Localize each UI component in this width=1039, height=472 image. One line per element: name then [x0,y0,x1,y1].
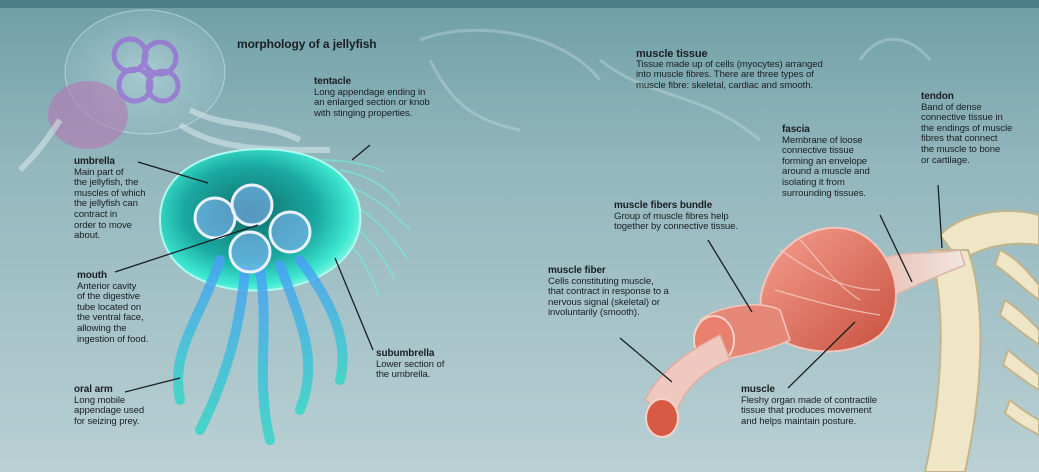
label-oral-arm: oral arm Long mobile appendage used for … [74,385,184,427]
desc-muscle: Fleshy organ made of contractile tissue … [741,396,921,428]
desc-muscle-fiber: Cells constituting muscle, that contract… [548,277,718,319]
label-tendon: tendon Band of dense connective tissue i… [921,92,1039,166]
label-subumbrella: subumbrella Lower section of the umbrell… [376,349,486,381]
desc-oral-arm: Long mobile appendage used for seizing p… [74,396,184,428]
term-muscle-fibers-bundle: muscle fibers bundle [614,201,784,212]
term-muscle-tissue: muscle tissue [636,49,876,60]
desc-tendon: Band of dense connective tissue in the e… [921,103,1039,167]
desc-tentacle: Long appendage ending in an enlarged sec… [314,88,484,120]
term-muscle: muscle [741,385,921,396]
label-fascia: fascia Membrane of loose connective tiss… [782,125,897,199]
term-fascia: fascia [782,125,897,136]
label-muscle-fiber: muscle fiber Cells constituting muscle, … [548,266,718,319]
label-muscle-fibers-bundle: muscle fibers bundle Group of muscle fib… [614,201,784,233]
desc-muscle-fibers-bundle: Group of muscle fibres help together by … [614,212,784,233]
label-tentacle: tentacle Long appendage ending in an enl… [314,77,484,119]
desc-fascia: Membrane of loose connective tissue form… [782,136,897,200]
label-muscle: muscle Fleshy organ made of contractile … [741,385,921,427]
desc-muscle-tissue: Tissue made up of cells (myocytes) arran… [636,60,876,92]
label-mouth: mouth Anterior cavity of the digestive t… [77,271,187,345]
desc-umbrella: Main part of the jellyfish, the muscles … [74,168,174,242]
term-subumbrella: subumbrella [376,349,486,360]
term-umbrella: umbrella [74,157,174,168]
desc-mouth: Anterior cavity of the digestive tube lo… [77,282,187,346]
term-oral-arm: oral arm [74,385,184,396]
term-muscle-fiber: muscle fiber [548,266,718,277]
desc-subumbrella: Lower section of the umbrella. [376,360,486,381]
term-tendon: tendon [921,92,1039,103]
diagram-title: morphology of a jellyfish [237,39,377,50]
label-muscle-tissue: muscle tissue Tissue made up of cells (m… [636,49,876,91]
term-mouth: mouth [77,271,187,282]
term-tentacle: tentacle [314,77,484,88]
label-umbrella: umbrella Main part of the jellyfish, the… [74,157,174,242]
